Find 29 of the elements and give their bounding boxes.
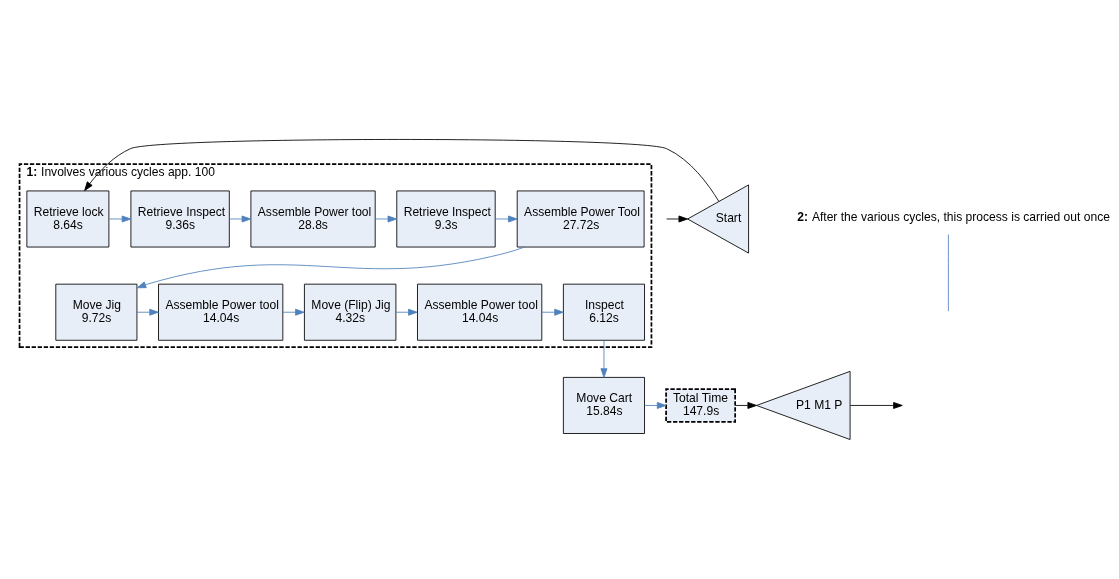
arrow <box>600 339 608 378</box>
arrow <box>734 402 757 409</box>
arrow <box>229 215 252 223</box>
node-box: Assemble Power tool 14.04s <box>158 283 284 341</box>
arrow <box>666 215 688 223</box>
node-box: Retrieve Inspect 9.3s <box>396 190 496 248</box>
arrow <box>84 139 720 202</box>
arrow <box>495 215 518 223</box>
arrow <box>374 215 398 223</box>
node-text: 2: After the various cycles, this process is carried out once <box>797 210 1110 225</box>
arrow <box>395 308 418 316</box>
node-box: Assemble Power tool 28.8s <box>250 190 376 248</box>
node-box: Move (Flip) Jig 4.32s <box>304 283 397 341</box>
arrow <box>108 215 132 223</box>
arrow <box>644 402 667 409</box>
arrow <box>282 308 305 316</box>
node-box: Move Jig 9.72s <box>55 283 138 341</box>
node-box: Retrieve lock 8.64s <box>26 190 110 248</box>
arrow <box>136 308 159 316</box>
node-box: Assemble Power Tool 27.72s <box>516 190 645 248</box>
node-box: Assemble Power tool 14.04s <box>417 283 543 341</box>
arrow <box>541 308 564 316</box>
node-box: Total Time 147.9s <box>665 388 737 423</box>
node-box: Move Cart 15.84s <box>562 376 645 434</box>
connector <box>947 234 949 312</box>
arrow <box>136 246 525 289</box>
node-box: Retrieve Inspect 9.36s <box>130 190 230 248</box>
node-box: Inspect 6.12s <box>562 283 645 341</box>
arrow <box>849 402 903 409</box>
